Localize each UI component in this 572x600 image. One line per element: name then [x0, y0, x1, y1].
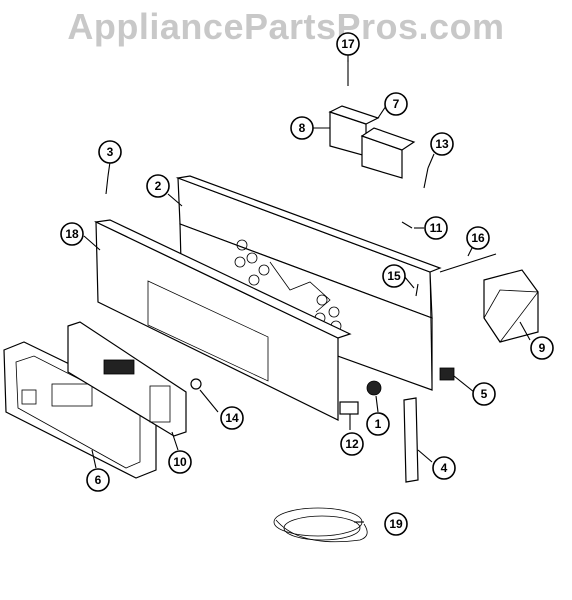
- svg-text:17: 17: [341, 37, 355, 51]
- callout-8[interactable]: 8: [290, 116, 314, 140]
- svg-text:5: 5: [481, 387, 488, 401]
- control-panel-back[interactable]: [175, 175, 442, 391]
- callout-10[interactable]: 10: [168, 450, 192, 474]
- control-board[interactable]: [67, 321, 187, 437]
- callout-12[interactable]: 12: [340, 432, 364, 456]
- svg-text:10: 10: [173, 455, 187, 469]
- svg-text:19: 19: [389, 517, 403, 531]
- callout-15[interactable]: 15: [382, 264, 406, 288]
- callout-14[interactable]: 14: [220, 406, 244, 430]
- screw-15[interactable]: [415, 283, 419, 297]
- svg-text:6: 6: [95, 473, 102, 487]
- svg-text:9: 9: [539, 341, 546, 355]
- callout-4[interactable]: 4: [432, 456, 456, 480]
- callout-6[interactable]: 6: [86, 468, 110, 492]
- screw-13[interactable]: [423, 167, 429, 189]
- svg-text:16: 16: [471, 231, 485, 245]
- screw-11[interactable]: [401, 221, 413, 229]
- trim-strip[interactable]: [403, 397, 419, 483]
- leader-lines: [83, 54, 531, 523]
- callout-11[interactable]: 11: [424, 216, 448, 240]
- callout-2[interactable]: 2: [146, 174, 170, 198]
- callout-18[interactable]: 18: [60, 222, 84, 246]
- callout-17[interactable]: 17: [336, 32, 360, 56]
- svg-text:7: 7: [393, 97, 400, 111]
- transformer[interactable]: [483, 269, 539, 343]
- watermark-text: AppliancePartsPros.com: [67, 6, 505, 47]
- svg-text:14: 14: [225, 411, 239, 425]
- panel-overlay[interactable]: [3, 341, 157, 479]
- callout-9[interactable]: 9: [530, 336, 554, 360]
- button-12[interactable]: [339, 401, 359, 415]
- svg-text:2: 2: [155, 179, 162, 193]
- svg-text:3: 3: [107, 145, 114, 159]
- callout-19[interactable]: 19: [384, 512, 408, 536]
- svg-text:12: 12: [345, 437, 359, 451]
- switch-5[interactable]: [439, 367, 455, 381]
- wire-harness[interactable]: [273, 507, 368, 543]
- wire-lead[interactable]: [439, 253, 497, 273]
- callout-3[interactable]: 3: [98, 140, 122, 164]
- relay-7[interactable]: [360, 127, 416, 179]
- svg-text:13: 13: [435, 137, 449, 151]
- control-panel-front[interactable]: [93, 219, 352, 421]
- screw-3[interactable]: [105, 175, 109, 195]
- svg-text:15: 15: [387, 269, 401, 283]
- callout-7[interactable]: 7: [384, 92, 408, 116]
- callout-16[interactable]: 16: [466, 226, 490, 250]
- relay-8[interactable]: [328, 105, 380, 157]
- grommet-14[interactable]: [190, 378, 202, 390]
- svg-text:8: 8: [299, 121, 306, 135]
- knob-1[interactable]: [366, 380, 382, 396]
- callout-5[interactable]: 5: [472, 382, 496, 406]
- svg-text:18: 18: [65, 227, 79, 241]
- svg-text:1: 1: [375, 417, 382, 431]
- svg-text:11: 11: [430, 221, 443, 235]
- svg-text:4: 4: [441, 461, 448, 475]
- callout-13[interactable]: 13: [430, 132, 454, 156]
- callout-1[interactable]: 1: [366, 412, 390, 436]
